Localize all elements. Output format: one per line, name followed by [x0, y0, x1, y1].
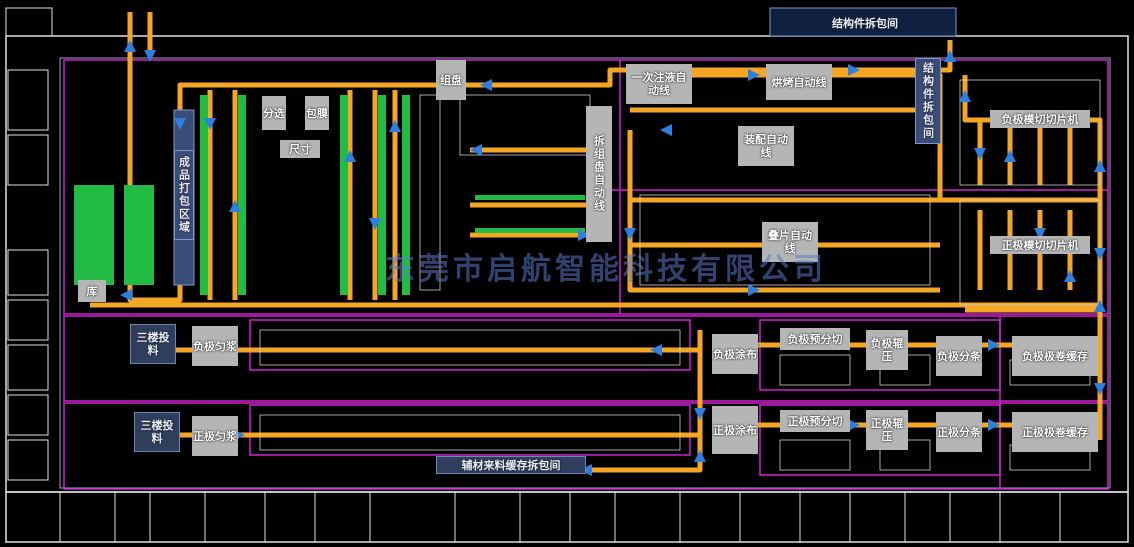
cathode-strip-label: 正极分条: [936, 412, 982, 452]
cathode-buffer-label: 正极极卷缓存: [1012, 412, 1098, 452]
film-wrap-label: 包膜: [305, 96, 329, 130]
baking-line-label: 烘烤自动线: [766, 64, 832, 100]
cathode-slitting-label: 正极预分切: [780, 410, 850, 432]
anode-mixing-label: 负极匀浆: [192, 326, 238, 366]
anode-coating-label: 负极涂布: [712, 334, 758, 374]
anode-slitting-label: 负极预分切: [780, 328, 850, 350]
green-equipment: [74, 95, 585, 295]
structure-room-label-top: 结构件拆包间: [832, 16, 898, 30]
sorting-label: 分选: [262, 96, 286, 130]
building-outline-inner: [59, 57, 1111, 489]
left-rooms: [7, 69, 49, 481]
packing-area-label: 成品打包区域: [174, 150, 194, 240]
warehouse-label: 库: [78, 280, 106, 302]
cathode-coating-label: 正极涂布: [712, 406, 758, 454]
stacking-line-label: 叠片自动线: [762, 222, 818, 262]
structure-room-label-side: 结构件拆包间: [915, 58, 941, 144]
top-left-room: [5, 7, 53, 37]
tray-split-line-label: 拆组盘自动线: [586, 106, 612, 242]
injection-line-label: 一次注液自动线: [626, 64, 692, 104]
top-structure-room: [769, 7, 957, 37]
size-label: 尺寸: [280, 140, 320, 158]
aux-material-room-label: 辅材来料缓存拆包间: [436, 456, 586, 474]
assembly-tray-label: 组盘: [436, 60, 466, 100]
bottom-rooms: [5, 491, 1129, 543]
company-watermark: 东莞市启航智能科技有限公司: [385, 252, 827, 287]
cathode-cutter-label: 正极模切切片机: [990, 236, 1090, 254]
anode-rolling-label: 负极辊压: [866, 330, 908, 370]
magenta-walls: [63, 59, 1109, 490]
feed-label-1: 三楼投料: [130, 324, 176, 364]
feed-label-2: 三楼投料: [134, 412, 180, 452]
cathode-rolling-label: 正极辊压: [866, 410, 908, 450]
anode-buffer-label: 负极极卷缓存: [1012, 336, 1098, 376]
bottom-room-dividers: [59, 492, 1061, 542]
anode-cutter-label: 负极模切切片机: [990, 110, 1090, 128]
anode-strip-label: 负极分条: [936, 336, 982, 376]
cathode-mixing-label: 正极匀浆: [192, 416, 238, 456]
assembly-line-label: 装配自动线: [738, 126, 794, 166]
